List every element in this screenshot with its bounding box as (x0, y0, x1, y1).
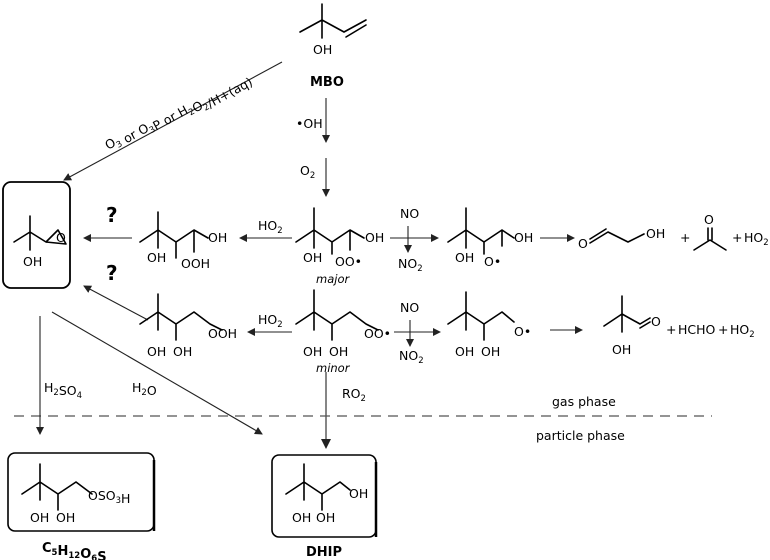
h2o-arrow (51, 311, 263, 435)
epoxide-structure: OH O (13, 215, 67, 269)
hydroperoxide-major-structure: OH OOH OH (139, 211, 227, 271)
no2-label-minor: NO2 (399, 348, 424, 366)
hydroxy-aldehyde-structure: O OH (603, 295, 661, 357)
gly-o: O (578, 236, 588, 251)
ho2-label-minor: HO2 (258, 312, 283, 330)
hp-minor-oh1: OH (147, 344, 166, 359)
question-mark-upper: ? (106, 203, 118, 227)
question-mark-lower: ? (106, 261, 118, 285)
organosulfate-structure: OH OH OSO3H (21, 463, 130, 525)
no-label-major: NO (400, 206, 419, 221)
mbo-oh: OH (313, 42, 332, 57)
epoxide-o: O (56, 230, 66, 245)
ho2-product-major: HO2 (744, 230, 769, 248)
os-oh2: OH (56, 510, 75, 525)
oxidant-label: O3 or O3P or H2O2/H+(aq) (102, 64, 255, 164)
o2-label: O2 (300, 163, 315, 181)
acetone-structure: O (693, 212, 727, 251)
gly-oh: OH (646, 226, 665, 241)
glycolaldehyde-structure: O OH (578, 226, 665, 251)
prm-oh1: OH (303, 250, 322, 265)
dhip-structure: OH OH OH (285, 463, 368, 525)
hp-major-ooh: OOH (181, 256, 210, 271)
oxidant-arrow (63, 61, 283, 181)
prm-oh2: OH (365, 230, 384, 245)
hald-oh: OH (612, 342, 631, 357)
hald-o: O (651, 314, 661, 329)
epoxide-oh: OH (23, 254, 42, 269)
ho2-product-minor: HO2 (730, 322, 755, 340)
hcho-label: HCHO (678, 322, 716, 337)
major-label: major (316, 272, 350, 286)
h2o-label: H2O (132, 380, 157, 398)
arm-oh1: OH (455, 250, 474, 265)
dhip-oh3: OH (349, 486, 368, 501)
h2so4-label: H2SO4 (44, 380, 82, 401)
hp-major-oh2: OH (208, 230, 227, 245)
dhip-oh2: OH (316, 510, 335, 525)
alkoxy-radical-major-structure: OH O• OH (447, 207, 533, 269)
dhip-oh1: OH (292, 510, 311, 525)
minor-label: minor (316, 361, 351, 375)
plus-4: + (718, 322, 728, 337)
particle-phase-label: particle phase (536, 428, 625, 443)
os-oso3h: OSO3H (88, 488, 130, 506)
prn-oo-rad: OO• (364, 326, 391, 341)
arm-oh2: OH (514, 230, 533, 245)
plus-1: + (680, 230, 690, 245)
prn-oh2: OH (329, 344, 348, 359)
acetone-o: O (704, 212, 714, 227)
prn-oh1: OH (303, 344, 322, 359)
organosulfate-formula: C5H12O6S (42, 541, 107, 560)
plus-2: + (732, 230, 742, 245)
dhip-label: DHIP (306, 545, 342, 560)
no2-label-major: NO2 (398, 256, 423, 274)
epoxide-box (2, 181, 71, 289)
hp-minor-oh2: OH (173, 344, 192, 359)
alkoxy-radical-minor-structure: OH OH O• (447, 291, 531, 359)
peroxy-radical-minor-structure: OH OH OO• (295, 289, 391, 359)
mbo-structure: OH (299, 3, 367, 57)
hydroperoxide-minor-structure: OH OH OOH (139, 293, 237, 359)
mbo-label: MBO (310, 75, 344, 90)
os-oh1: OH (30, 510, 49, 525)
plus-3: + (666, 322, 676, 337)
ho2-label-major: HO2 (258, 218, 283, 236)
lower-hydroperoxide-to-epoxide-arrow (83, 285, 149, 321)
arn-oh1: OH (455, 344, 474, 359)
peroxy-radical-major-structure: OH OO• OH (295, 207, 384, 269)
no-label-minor: NO (400, 300, 419, 315)
ro2-label: RO2 (342, 386, 366, 404)
arm-o-rad: O• (484, 254, 501, 269)
hp-minor-ooh: OOH (208, 326, 237, 341)
arn-o-rad: O• (514, 324, 531, 339)
oh-radical-label: •OH (296, 116, 323, 131)
prm-oo-rad: OO• (335, 254, 362, 269)
hp-major-oh1: OH (147, 250, 166, 265)
arn-oh2: OH (481, 344, 500, 359)
gas-phase-label: gas phase (552, 394, 616, 409)
